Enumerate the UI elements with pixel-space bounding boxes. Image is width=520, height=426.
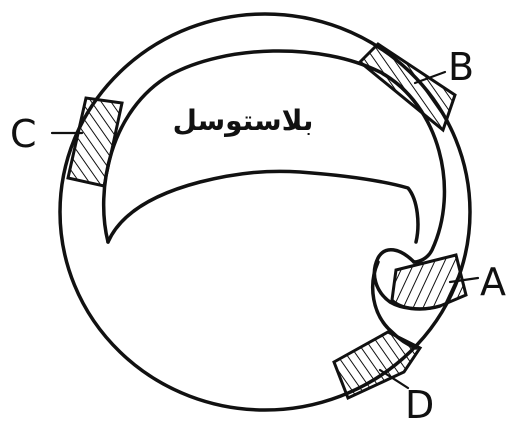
blastocoel-label: بلاستوسل — [173, 104, 314, 137]
cavity-floor — [108, 171, 418, 242]
label-d: D — [405, 383, 434, 426]
region-c — [68, 98, 122, 186]
label-a: A — [480, 260, 506, 304]
label-c: C — [10, 112, 37, 156]
label-b: B — [448, 45, 474, 89]
region-b — [360, 44, 455, 130]
